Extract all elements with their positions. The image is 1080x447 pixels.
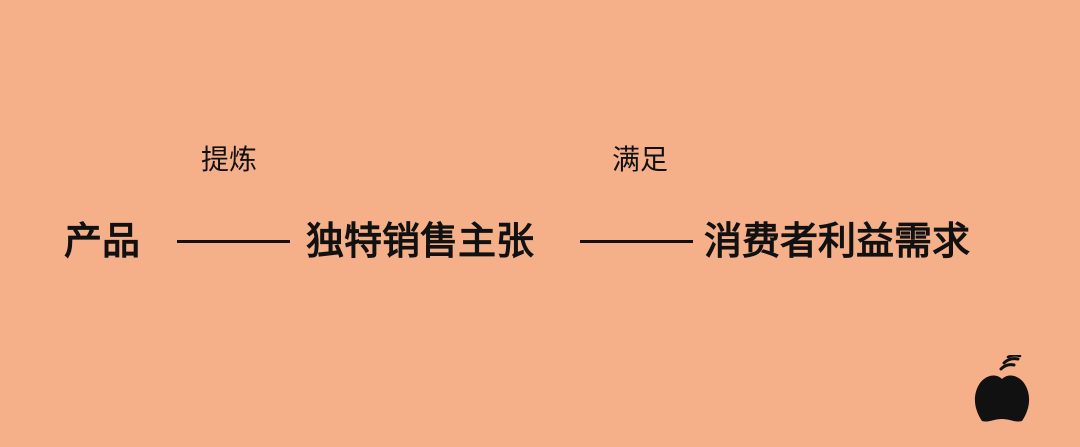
connector-line-2 (580, 240, 693, 243)
node-product: 产品 (64, 219, 141, 263)
step-label-satisfy: 满足 (612, 143, 669, 176)
node-usp: 独特销售主张 (306, 219, 535, 263)
node-consumer-benefit: 消费者利益需求 (704, 219, 971, 263)
connector-line-1 (177, 240, 290, 243)
peach-logo-icon (974, 355, 1030, 422)
step-label-extract: 提炼 (201, 143, 258, 176)
